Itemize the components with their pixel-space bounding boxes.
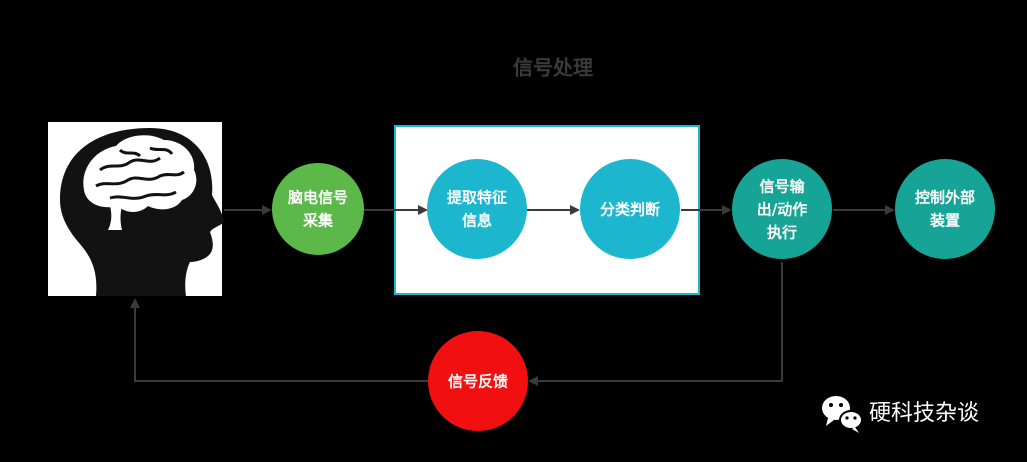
edge-feedback-to-head [130,298,428,382]
node-signal-output: 信号输 出/动作 执行 [732,159,832,259]
node-eeg-acquisition-label-2: 采集 [302,212,334,230]
node-signal-output-label-2: 出/动作 [757,201,807,219]
node-signal-feedback-label: 信号反馈 [448,373,508,391]
node-feature-extraction-label-1: 提取特征 [447,189,507,207]
node-classification: 分类判断 [580,159,680,259]
node-external-device-label-1: 控制外部 [915,189,975,207]
node-eeg-acquisition-label-1: 脑电信号 [288,189,348,207]
group-title: 信号处理 [513,56,593,80]
wechat-icon [822,396,863,433]
node-external-device-circle [895,159,995,259]
watermark: 硬科技杂谈 [822,396,979,433]
node-feature-extraction: 提取特征 信息 [427,159,527,259]
node-feature-extraction-label-2: 信息 [462,212,492,230]
node-feature-extraction-circle [427,159,527,259]
node-external-device: 控制外部 装置 [895,159,995,259]
node-signal-output-label-3: 执行 [767,224,797,242]
brain-head-image [48,122,224,296]
node-external-device-label-2: 装置 [929,212,960,230]
node-signal-output-label-1: 信号输 [759,178,805,196]
node-signal-feedback-circle [428,331,528,431]
node-classification-label: 分类判断 [600,201,660,219]
node-eeg-acquisition: 脑电信号 采集 [272,163,364,255]
node-eeg-acquisition-circle [272,163,364,255]
edge-output-to-feedback [528,262,783,386]
node-signal-output-circle [732,159,832,259]
watermark-text: 硬科技杂谈 [869,401,979,426]
node-classification-circle [580,159,680,259]
node-signal-feedback: 信号反馈 [428,331,528,431]
